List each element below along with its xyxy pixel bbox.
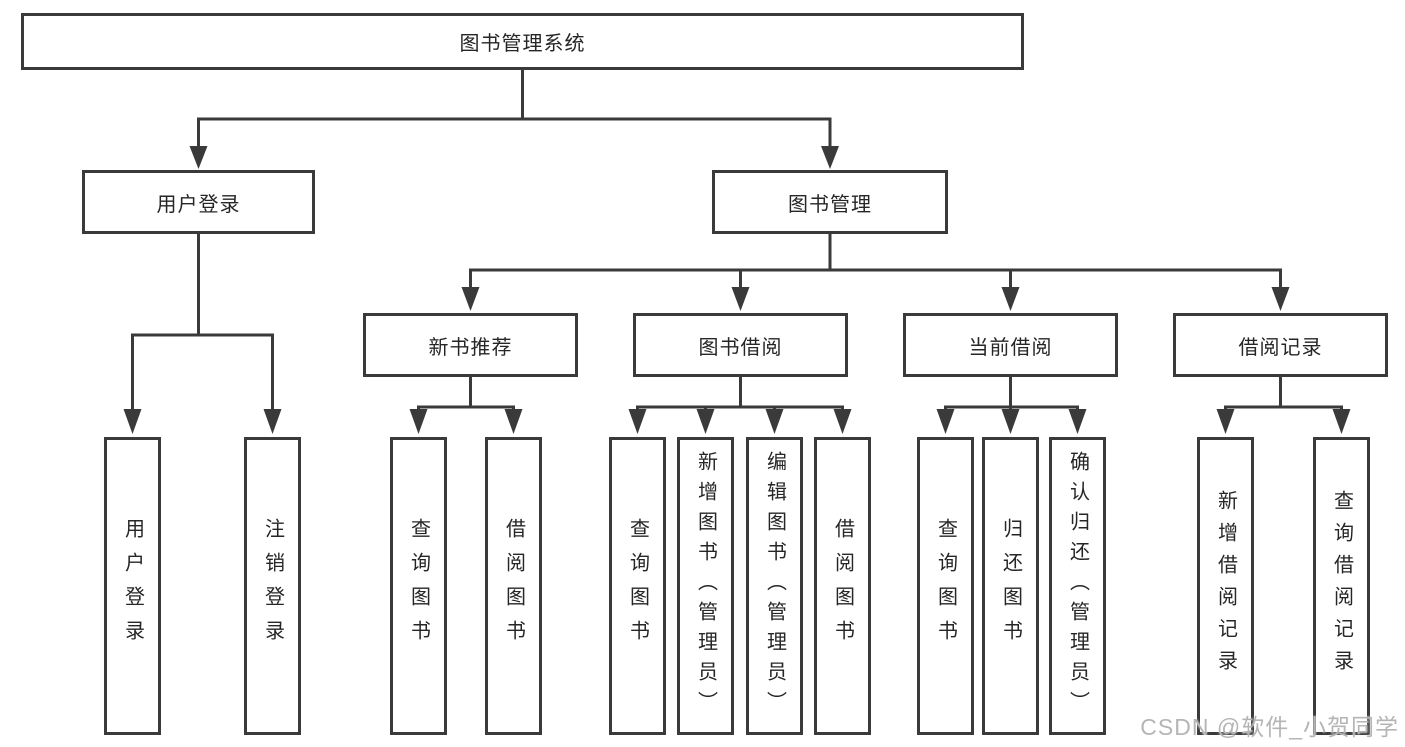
leaf-borrow-books: 借阅图书: [814, 437, 871, 735]
connector-user-login-to-leaves: [123, 234, 282, 434]
leaf-query-books-recommend: 查询图书: [390, 437, 447, 735]
node-system-root: 图书管理系统: [21, 13, 1024, 70]
connector-borrow-record-to-leaves: [1216, 377, 1351, 434]
leaf-query-borrow-record: 查询借阅记录: [1313, 437, 1370, 735]
node-current-borrow: 当前借阅: [903, 313, 1118, 377]
connector-current-borrow-to-leaves: [936, 377, 1087, 434]
node-new-book-recommend: 新书推荐: [363, 313, 578, 377]
leaf-edit-book-admin: 编辑图书（管理员）: [746, 437, 803, 735]
node-user-login: 用户登录: [82, 170, 315, 234]
watermark: CSDN @软件_小贺同学: [1140, 714, 1399, 740]
leaf-user-login: 用户登录: [104, 437, 161, 735]
leaf-query-books-current: 查询图书: [917, 437, 974, 735]
node-borrow-records: 借阅记录: [1173, 313, 1388, 377]
leaf-add-borrow-record: 新增借阅记录: [1197, 437, 1254, 735]
connector-book-borrow-to-leaves: [628, 377, 852, 434]
leaf-add-book-admin: 新增图书（管理员）: [677, 437, 734, 735]
leaf-return-books: 归还图书: [982, 437, 1039, 735]
node-book-management: 图书管理: [712, 170, 948, 234]
leaf-borrow-books-recommend: 借阅图书: [485, 437, 542, 735]
leaf-query-books-borrow: 查询图书: [609, 437, 666, 735]
node-book-borrow: 图书借阅: [633, 313, 848, 377]
leaf-confirm-return-admin: 确认归还（管理员）: [1049, 437, 1106, 735]
leaf-logout: 注销登录: [244, 437, 301, 735]
connector-root-to-level2: [189, 70, 839, 169]
connector-new-book-to-leaves: [409, 377, 523, 434]
connector-book-mgmt-to-level3: [461, 233, 1290, 311]
